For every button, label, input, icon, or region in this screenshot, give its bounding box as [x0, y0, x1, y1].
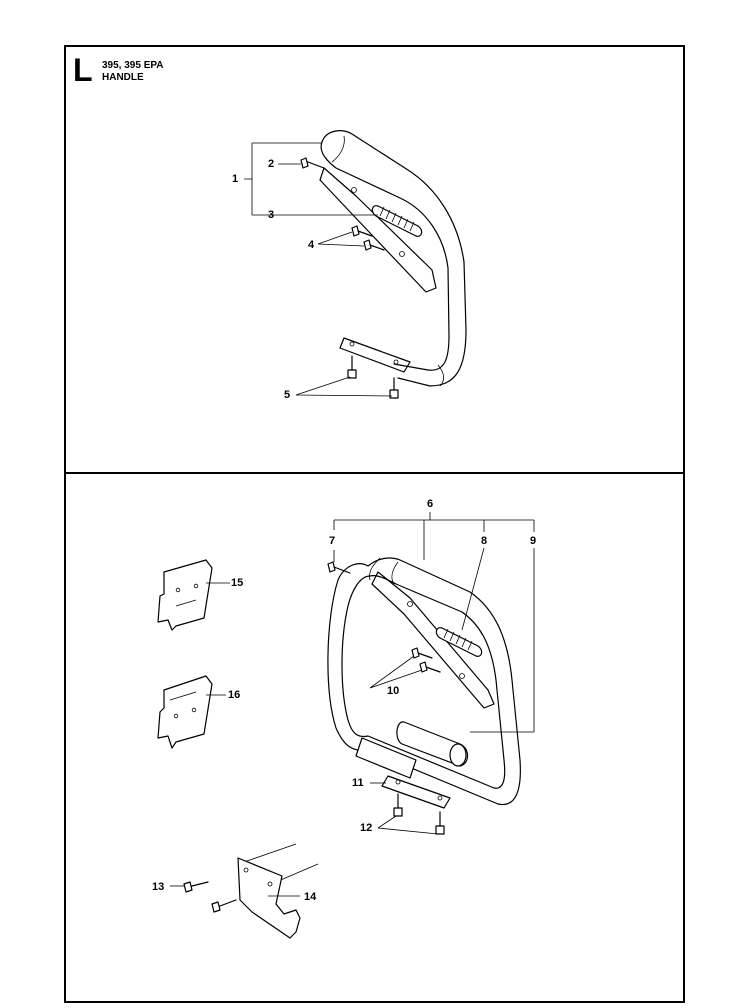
screw-10a	[411, 647, 433, 659]
callout-5: 5	[284, 389, 291, 401]
screw-13b	[211, 899, 237, 913]
model-label: 395, 395 EPA	[102, 60, 164, 71]
callout-14: 14	[304, 891, 317, 903]
lower-sleeve	[355, 721, 469, 779]
callout-2: 2	[268, 158, 275, 170]
screw-12a	[393, 793, 403, 817]
bracket-14	[237, 843, 319, 939]
callout-13: 13	[152, 881, 165, 893]
callout-7: 7	[329, 535, 336, 547]
screw-12b	[435, 811, 445, 835]
screw-2	[300, 157, 325, 169]
bar-plate-16	[157, 675, 226, 749]
callout-11: 11	[352, 777, 364, 789]
bottom-handle-assembly	[327, 512, 535, 835]
top-handle-assembly	[244, 130, 467, 399]
callout-1: 1	[232, 173, 239, 185]
screw-5a	[347, 355, 357, 379]
rubber-grip	[371, 205, 423, 237]
callout-16: 16	[228, 689, 241, 701]
callout-10: 10	[387, 685, 400, 697]
screw-13a	[170, 881, 209, 893]
callout-4: 4	[308, 239, 315, 251]
callout-12: 12	[360, 822, 373, 834]
section-divider	[64, 472, 685, 474]
screw-7	[327, 561, 351, 574]
screw-4b	[363, 239, 385, 251]
callout-15: 15	[231, 577, 244, 589]
page-frame	[64, 45, 685, 1003]
callout-8: 8	[481, 535, 488, 547]
screw-10b	[419, 661, 441, 673]
callout-3: 3	[268, 209, 275, 221]
screw-4a	[351, 225, 373, 237]
section-letter: L	[73, 52, 93, 88]
bar-plate-15	[157, 559, 230, 631]
screw-5b	[389, 377, 399, 399]
callout-6: 6	[427, 498, 434, 510]
rubber-grip-kit	[435, 627, 483, 657]
section-title: HANDLE	[102, 72, 144, 83]
callout-9: 9	[530, 535, 537, 547]
